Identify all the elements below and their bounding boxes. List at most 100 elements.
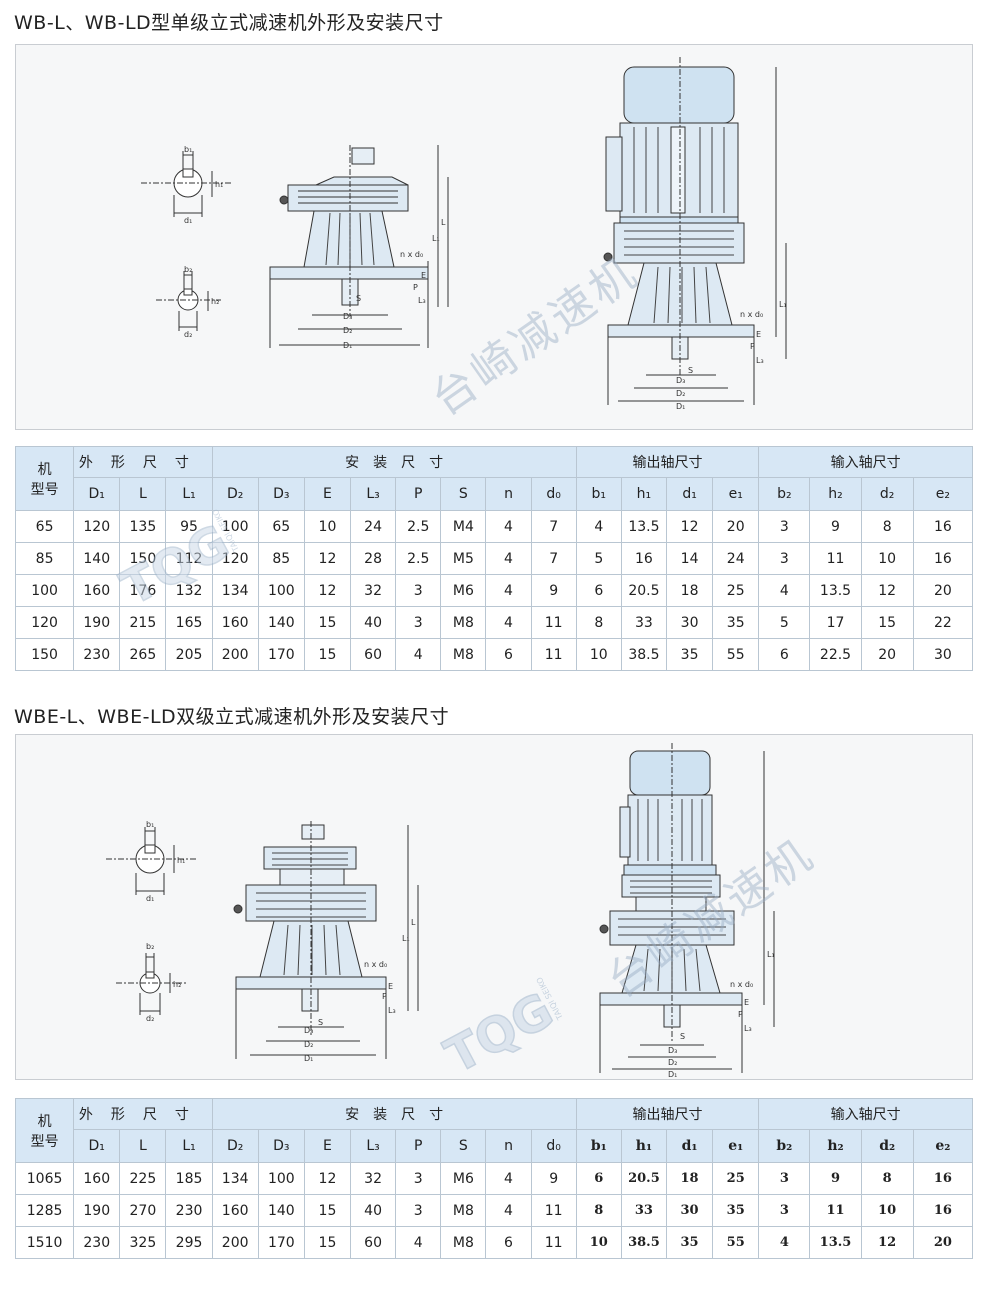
label-L3: L₃ [418, 296, 426, 305]
table-cell: 190 [73, 606, 121, 639]
table-cell: 12 [860, 574, 914, 607]
table-cell: 3 [758, 1162, 811, 1195]
label4-L1: L₁ [767, 950, 775, 959]
col-L: L [119, 477, 167, 511]
table-cell: 3 [395, 1162, 442, 1195]
table-cell: 24 [350, 510, 397, 543]
table-cell: 10 [575, 638, 622, 671]
label2-d1: d₁ [146, 894, 154, 903]
table-cell: 33 [620, 606, 668, 639]
col-d2: d₂ [860, 477, 914, 511]
table-cell: 32 [350, 1162, 397, 1195]
table-cell: 35 [712, 1194, 760, 1227]
table-cell: 325 [119, 1226, 167, 1259]
table-cell: 170 [257, 638, 305, 671]
group-header-output-shaft-2: 输出轴尺寸 [575, 1098, 760, 1130]
table-cell: 3 [395, 574, 442, 607]
table-cell: 38.5 [620, 1226, 668, 1259]
table-cell: 22 [912, 606, 974, 639]
table-cell: 2.5 [395, 510, 442, 543]
table-cell: 170 [257, 1226, 305, 1259]
table-cell: 85 [257, 542, 305, 575]
table-cell: 160 [211, 606, 259, 639]
wbe-l-dimension-labels: S D₃ D₂ D₁ L L₁ n x d₀ E P L₃ [304, 918, 416, 1063]
table-cell: 11 [809, 1194, 862, 1227]
table-cell: 6 [575, 574, 622, 607]
table-cell: 132 [165, 574, 213, 607]
table-cell: 100 [211, 510, 259, 543]
table-cell: 30 [912, 638, 974, 671]
col-h2: h₂ [809, 477, 862, 511]
col-L1: L₁ [165, 477, 213, 511]
table-cell: 185 [165, 1162, 213, 1195]
table-cell: 215 [119, 606, 167, 639]
input-shaft-key-section [156, 271, 221, 331]
group-header-install: 安 装 尺 寸 [211, 446, 577, 478]
label3-L3: L₃ [388, 1006, 396, 1015]
table-cell: 4 [758, 574, 811, 607]
table-cell: 13.5 [809, 1226, 862, 1259]
table-cell: 4 [485, 1162, 532, 1195]
table-cell: 24 [712, 542, 760, 575]
label-b1: b₁ [184, 145, 192, 154]
table-cell: 15 [303, 638, 352, 671]
table-cell: 15 [303, 606, 352, 639]
label3-D1: D₁ [304, 1054, 313, 1063]
table-cell: 6 [485, 638, 532, 671]
wb-ld-dimension-labels: S D₃ D₂ D₁ L₁ n x d₀ E P L₃ [676, 300, 787, 411]
table-cell: 4 [485, 542, 532, 575]
label-L1-2: L₁ [779, 300, 787, 309]
group-header-install-2: 安 装 尺 寸 [211, 1098, 577, 1130]
table-cell: M8 [440, 638, 487, 671]
col2-d1: d₁ [665, 1129, 714, 1163]
section2-drawing-svg: b₁ h₁ d₁ b₂ h₂ d₂ S D₃ D₂ [106, 743, 775, 1079]
table-cell: 200 [211, 638, 259, 671]
table-cell: 30 [665, 606, 714, 639]
table-cell: 10 [860, 542, 914, 575]
table-cell: 7 [530, 510, 577, 543]
col2-d2: d₂ [860, 1129, 914, 1163]
label4-E: E [744, 998, 749, 1007]
table-cell: 120 [14, 606, 75, 639]
label-b2: b₂ [184, 265, 192, 274]
col2-h1: h₁ [620, 1129, 668, 1163]
col-D2: D₂ [211, 477, 259, 511]
label-h2: h₂ [211, 297, 219, 306]
table-cell: 100 [257, 1162, 305, 1195]
label3-L1: L₁ [402, 934, 410, 943]
label2-h1: h₁ [177, 856, 185, 865]
label-nd0-2: n x d₀ [740, 310, 763, 319]
label4-L3: L₃ [744, 1024, 752, 1033]
col2-L: L [119, 1129, 167, 1163]
col2-P: P [395, 1129, 442, 1163]
group-header-output-shaft: 输出轴尺寸 [575, 446, 760, 478]
table-cell: 140 [257, 606, 305, 639]
table-cell: 140 [257, 1194, 305, 1227]
col-b1: b₁ [575, 477, 622, 511]
table-cell: 28 [350, 542, 397, 575]
table-cell: 10 [575, 1226, 622, 1259]
label-nd0: n x d₀ [400, 250, 423, 259]
table-cell: 13.5 [620, 510, 668, 543]
label3-D2: D₂ [304, 1040, 313, 1049]
table-cell: 20.5 [620, 574, 668, 607]
table-cell: 11 [530, 1226, 577, 1259]
col2-L1: L₁ [165, 1129, 213, 1163]
label-L3-2: L₃ [756, 356, 764, 365]
col-S: S [440, 477, 487, 511]
table-cell: 12 [860, 1226, 914, 1259]
label-L: L [441, 218, 446, 227]
table-cell: 4 [485, 1194, 532, 1227]
col-b2: b₂ [758, 477, 811, 511]
label2-d2: d₂ [146, 1014, 154, 1023]
table-cell: 225 [119, 1162, 167, 1195]
table-cell: M6 [440, 574, 487, 607]
col2-D3: D₃ [257, 1129, 305, 1163]
table-cell: 120 [211, 542, 259, 575]
table-cell: 160 [73, 1162, 121, 1195]
col2-h2: h₂ [809, 1129, 862, 1163]
label4-S: S [680, 1032, 685, 1041]
